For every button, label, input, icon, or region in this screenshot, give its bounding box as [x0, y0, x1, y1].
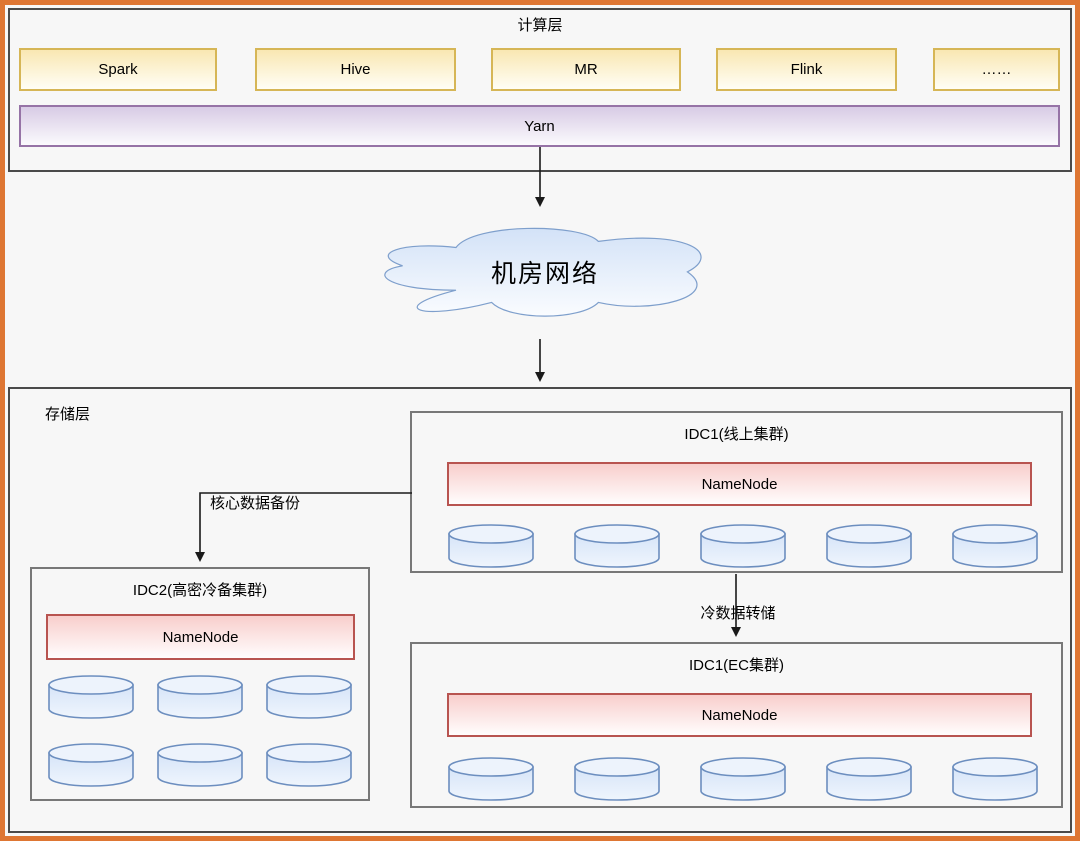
datanode-cylinder-icon	[156, 742, 244, 788]
storage-layer-title: 存储层	[45, 406, 91, 423]
network-cloud: 机房网络	[367, 217, 723, 339]
cluster-idc1-ec: IDC1(EC集群) NameNode	[410, 642, 1063, 808]
datanode-cylinder-icon	[265, 742, 353, 788]
storage-layer-box	[8, 387, 1072, 833]
cluster-idc1-ec-title: IDC1(EC集群)	[688, 657, 784, 674]
cluster-idc1-online-datanodes	[447, 523, 1039, 569]
network-cloud-label: 机房网络	[490, 260, 599, 288]
cloud-shape-icon	[367, 217, 723, 339]
datanode-cylinder-icon	[573, 523, 661, 569]
edge-label-core-backup: 核心数据备份	[210, 495, 301, 512]
cluster-idc2-cold-backup-title: IDC2(高密冷备集群)	[132, 582, 268, 599]
cluster-idc2-cold-backup-datanodes	[47, 674, 353, 788]
datanode-cylinder-icon	[156, 674, 244, 720]
datanode-cylinder-icon	[265, 674, 353, 720]
datanode-cylinder-icon	[825, 756, 913, 802]
engine-box-flink: Flink	[716, 48, 897, 91]
engine-box-more: ……	[933, 48, 1060, 91]
engine-box-hive: Hive	[255, 48, 456, 91]
compute-layer-title: 计算层	[517, 17, 563, 34]
cluster-idc1-online: IDC1(线上集群) NameNode	[410, 411, 1063, 573]
datanode-cylinder-icon	[951, 523, 1039, 569]
edge-label-cold-dump: 冷数据转储	[697, 602, 779, 623]
cluster-idc2-cold-backup: IDC2(高密冷备集群) NameNode	[30, 567, 370, 801]
datanode-cylinder-icon	[699, 523, 787, 569]
yarn-bar: Yarn	[19, 105, 1060, 147]
datanode-cylinder-icon	[699, 756, 787, 802]
engine-box-spark: Spark	[19, 48, 217, 91]
datanode-cylinder-icon	[951, 756, 1039, 802]
datanode-cylinder-icon	[825, 523, 913, 569]
cluster-idc1-ec-namenode: NameNode	[447, 693, 1032, 737]
cluster-idc1-online-namenode: NameNode	[447, 462, 1032, 506]
datanode-cylinder-icon	[573, 756, 661, 802]
engine-box-mr: MR	[491, 48, 681, 91]
datanode-cylinder-icon	[447, 523, 535, 569]
cluster-idc2-cold-backup-namenode: NameNode	[46, 614, 355, 660]
datanode-cylinder-icon	[447, 756, 535, 802]
cluster-idc1-ec-datanodes	[447, 756, 1039, 802]
datanode-cylinder-icon	[47, 742, 135, 788]
cluster-idc1-online-title: IDC1(线上集群)	[684, 426, 789, 443]
datanode-cylinder-icon	[47, 674, 135, 720]
